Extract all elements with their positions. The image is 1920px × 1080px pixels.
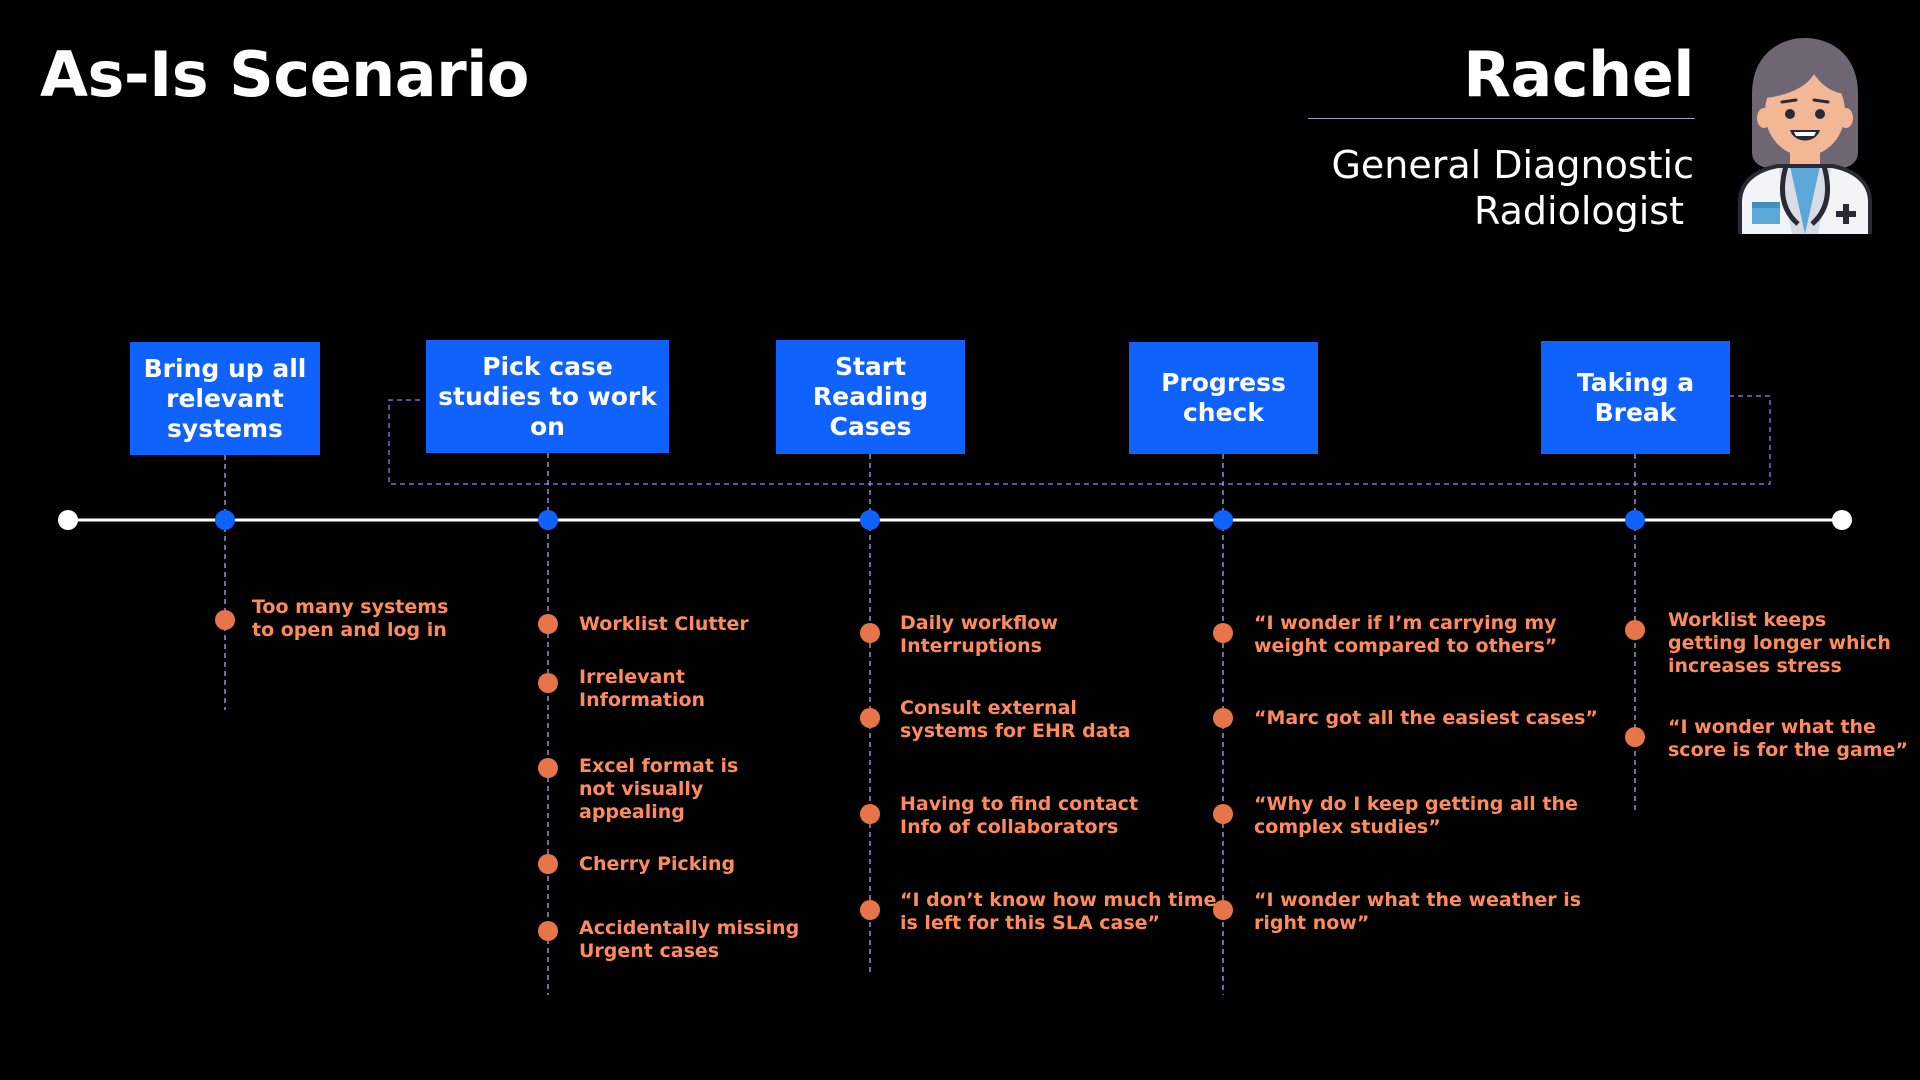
stage-4-pain-dot-4 [1213, 900, 1233, 920]
persona-role: General Diagnostic Radiologist [1274, 142, 1694, 234]
stage-4-box: Progress check [1129, 342, 1318, 454]
pain-point-line: complex studies” [1254, 816, 1441, 838]
pain-point-line: weight compared to others” [1254, 635, 1558, 657]
persona-name: Rachel [1463, 38, 1694, 111]
stage-connector-bracket [388, 395, 1771, 485]
stage-1-label: Bring up all relevant systems [143, 353, 307, 443]
stage-2-pain-point-1: Worklist Clutter [579, 613, 749, 636]
stage-2-pain-dot-5 [538, 921, 558, 941]
stage-1-box: Bring up all relevant systems [130, 342, 320, 455]
pain-point-line: “I wonder what the weather is [1254, 889, 1582, 911]
pain-point-line: Cherry Picking [579, 853, 736, 875]
pain-point-line: is left for this SLA case” [900, 912, 1161, 934]
pain-point-line: Accidentally missing [579, 917, 800, 939]
stage-1-pain-dot-1 [215, 610, 235, 630]
stage-3-pain-dot-3 [860, 804, 880, 824]
pain-point-line: “I wonder if I’m carrying my [1254, 612, 1557, 634]
stage-5-timeline-node [1625, 510, 1645, 530]
stage-2-label: Pick case studies to work on [438, 351, 657, 441]
persona-divider [1308, 118, 1695, 119]
stage-2-pain-dot-4 [538, 854, 558, 874]
stage-2-pain-dot-3 [538, 758, 558, 778]
stage-2-box: Pick case studies to work on [426, 340, 669, 453]
stage-4-pain-dot-1 [1213, 623, 1233, 643]
stage-1-timeline-node [215, 510, 235, 530]
stage-4-timeline-node [1213, 510, 1233, 530]
stage-4-pain-dot-3 [1213, 804, 1233, 824]
pain-point-line: Worklist keeps [1668, 609, 1827, 631]
pain-point-line: right now” [1254, 912, 1370, 934]
pain-point-line: getting longer which [1668, 632, 1891, 654]
pain-point-line: Irrelevant [579, 666, 685, 688]
stage-3-box: Start Reading Cases [776, 340, 965, 454]
pain-point-line: Worklist Clutter [579, 613, 749, 635]
radiologist-avatar-icon [1730, 34, 1880, 234]
stage-3-pain-dot-2 [860, 708, 880, 728]
stage-4-label: Progress check [1161, 368, 1286, 427]
pain-point-line: Interruptions [900, 635, 1042, 657]
persona-role-line1: General Diagnostic [1331, 143, 1694, 187]
stage-2-timeline-node [538, 510, 558, 530]
stage-4-pain-point-2: “Marc got all the easiest cases” [1254, 707, 1598, 730]
pain-point-line: “Marc got all the easiest cases” [1254, 707, 1598, 729]
page-title: As-Is Scenario [40, 38, 530, 111]
pain-point-line: “Why do I keep getting all the [1254, 793, 1578, 815]
stage-5-pain-dot-2 [1625, 727, 1645, 747]
pain-point-line: “I wonder what the [1668, 716, 1876, 738]
pain-point-line: systems for EHR data [900, 720, 1131, 742]
pain-point-line: Too many systems [252, 596, 449, 618]
persona-role-line2: Radiologist [1474, 189, 1684, 233]
stage-3-timeline-node [860, 510, 880, 530]
pain-point-line: Information [579, 689, 706, 711]
pain-point-line: to open and log in [252, 619, 447, 641]
stage-3-pain-dot-4 [860, 900, 880, 920]
stage-5-box: Taking a Break [1541, 341, 1730, 454]
timeline-end-node [1832, 510, 1852, 530]
stage-3-pain-dot-1 [860, 623, 880, 643]
pain-point-line: score is for the game” [1668, 739, 1908, 761]
pain-point-line: Urgent cases [579, 940, 720, 962]
stage-4-pain-dot-2 [1213, 708, 1233, 728]
stage-5-pain-dot-1 [1625, 620, 1645, 640]
timeline-start-node [58, 510, 78, 530]
pain-point-line: appealing [579, 801, 685, 823]
pain-point-line: Info of collaborators [900, 816, 1119, 838]
stage-2-pain-point-4: Cherry Picking [579, 853, 735, 876]
pain-point-line: not visually [579, 778, 704, 800]
pain-point-line: “I don’t know how much time [900, 889, 1217, 911]
pain-point-line: Excel format is [579, 755, 739, 777]
pain-point-line: increases stress [1668, 655, 1842, 677]
pain-point-line: Consult external [900, 697, 1077, 719]
stage-5-label: Taking a Break [1576, 367, 1695, 427]
stage-2-pain-dot-1 [538, 614, 558, 634]
pain-point-line: Having to find contact [900, 793, 1139, 815]
stage-2-pain-dot-2 [538, 673, 558, 693]
pain-point-line: Daily workflow [900, 612, 1058, 634]
stage-3-label: Start Reading Cases [812, 352, 929, 441]
